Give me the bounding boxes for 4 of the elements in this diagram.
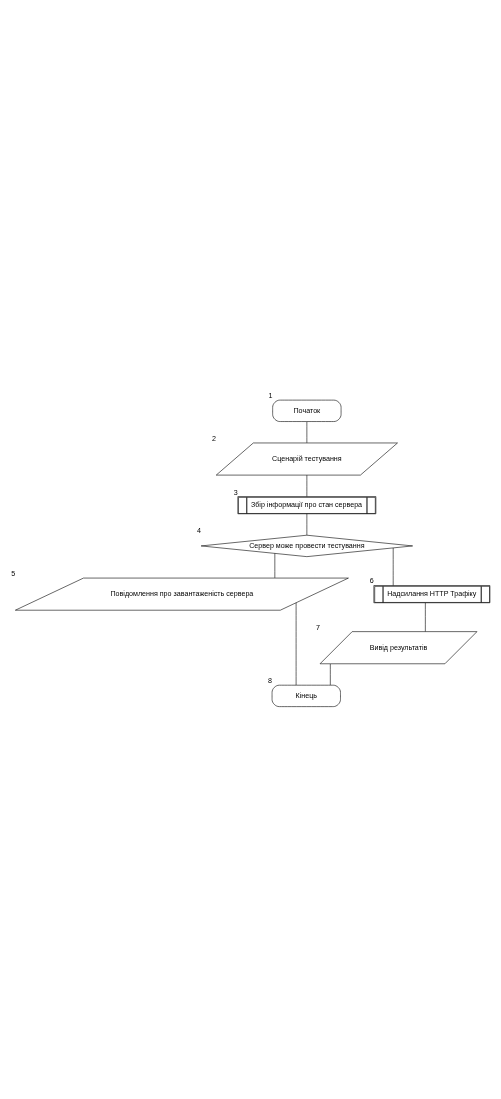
connector xyxy=(306,513,308,536)
connector xyxy=(425,602,426,632)
connector xyxy=(306,474,308,497)
connector xyxy=(392,547,394,586)
